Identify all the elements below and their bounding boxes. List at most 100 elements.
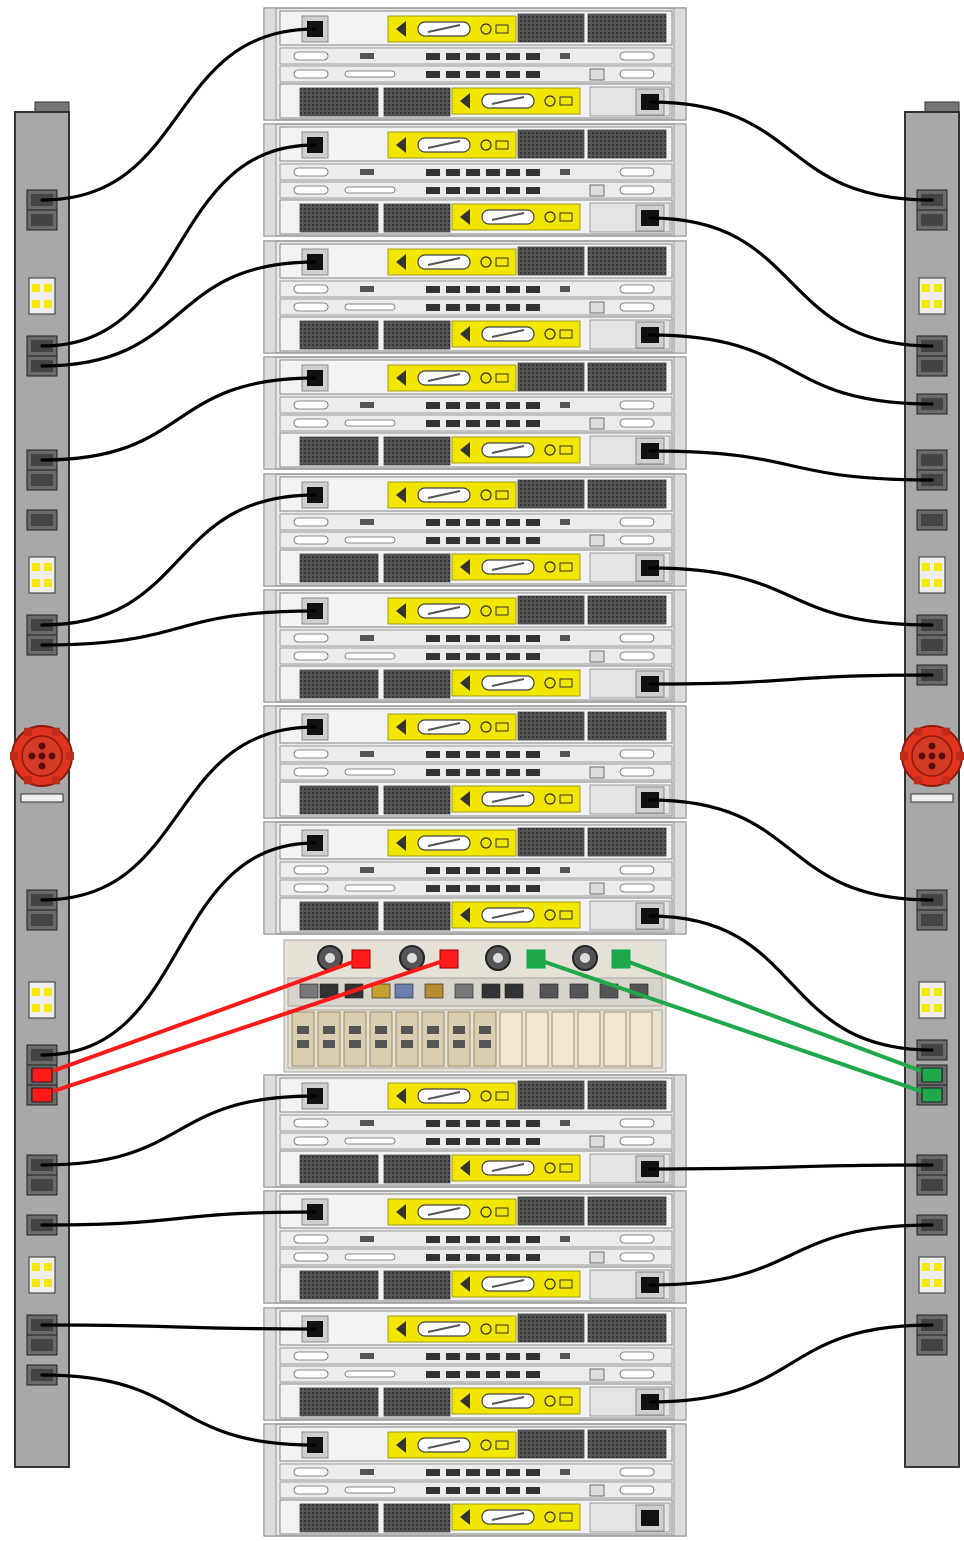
inlet-pin xyxy=(39,743,46,750)
sas-port xyxy=(506,1138,520,1145)
sas-port xyxy=(526,1138,540,1145)
pcie-card xyxy=(526,1012,548,1066)
sas-port xyxy=(446,537,460,544)
breaker-switch xyxy=(934,1279,942,1287)
io-led xyxy=(590,302,604,313)
io-port xyxy=(360,169,374,175)
io-led xyxy=(560,53,570,59)
io-latch xyxy=(620,1352,654,1360)
disk-shelf xyxy=(264,822,686,934)
breaker-switch xyxy=(32,1263,40,1271)
sas-port xyxy=(486,1469,500,1476)
io-latch xyxy=(294,168,328,176)
io-latch xyxy=(620,1235,654,1243)
sas-port xyxy=(486,187,500,194)
io-latch xyxy=(620,750,654,758)
fan-grille xyxy=(300,437,378,465)
io-latch xyxy=(620,168,654,176)
io-latch xyxy=(620,1468,654,1476)
fan-grille xyxy=(300,1271,378,1299)
power-cable-right xyxy=(650,218,932,346)
fan-grille xyxy=(300,1388,378,1416)
io-led xyxy=(560,1353,570,1359)
io-latch xyxy=(294,1370,328,1378)
io-led xyxy=(590,651,604,662)
io-latch xyxy=(345,1138,395,1144)
pcie-port xyxy=(427,1026,439,1034)
io-latch xyxy=(294,652,328,660)
sas-port xyxy=(486,1120,500,1127)
circuit-breaker xyxy=(29,982,55,1018)
sas-port xyxy=(506,169,520,176)
circuit-breaker xyxy=(29,557,55,593)
sas-port xyxy=(466,867,480,874)
sas-port xyxy=(426,169,440,176)
fan-grille xyxy=(588,130,666,158)
sas-port xyxy=(446,187,460,194)
io-latch xyxy=(620,1137,654,1145)
sas-port xyxy=(426,402,440,409)
sas-port xyxy=(486,751,500,758)
pdu-left xyxy=(10,102,74,1467)
pdu-outlet-socket xyxy=(31,914,53,926)
shelf-ear-left xyxy=(264,474,276,586)
pcie-card xyxy=(604,1012,626,1066)
sas-port xyxy=(506,1371,520,1378)
io-latch xyxy=(294,884,328,892)
sas-port xyxy=(426,867,440,874)
sas-port xyxy=(506,1254,520,1261)
fan-grille xyxy=(384,554,450,582)
sas-port xyxy=(486,304,500,311)
fan-grille xyxy=(300,902,378,930)
shelf-ear-left xyxy=(264,124,276,236)
io-latch xyxy=(294,518,328,526)
fan-grille xyxy=(588,14,666,42)
fan-grille xyxy=(588,1081,666,1109)
fan-grille xyxy=(588,1430,666,1458)
io-latch xyxy=(294,52,328,60)
pdu-outlet-socket xyxy=(921,360,943,372)
pcie-port xyxy=(297,1040,309,1048)
shelf-ear-left xyxy=(264,241,276,353)
sas-port xyxy=(446,1371,460,1378)
breaker-switch xyxy=(934,284,942,292)
sas-port xyxy=(466,53,480,60)
breaker-switch xyxy=(32,1004,40,1012)
io-led xyxy=(560,1120,570,1126)
pdu-outlet-socket xyxy=(31,514,53,526)
sas-port xyxy=(466,1353,480,1360)
io-led xyxy=(560,402,570,408)
shelf-stack xyxy=(264,8,686,1536)
breaker-switch xyxy=(44,563,52,571)
power-cable-right xyxy=(650,1225,932,1285)
power-inlet-bottom-socket xyxy=(641,1510,659,1526)
sas-port xyxy=(466,1469,480,1476)
sas-port xyxy=(526,1120,540,1127)
breaker-switch xyxy=(922,988,930,996)
sas-port xyxy=(446,71,460,78)
breaker-switch xyxy=(922,563,930,571)
sas-port xyxy=(506,1487,520,1494)
breaker-switch xyxy=(44,300,52,308)
power-cable-right xyxy=(650,800,932,900)
io-latch xyxy=(294,750,328,758)
fan-grille xyxy=(384,321,450,349)
sas-port xyxy=(446,635,460,642)
inlet-notch xyxy=(24,776,32,784)
controller-cable-green xyxy=(621,959,932,1075)
sas-port xyxy=(526,867,540,874)
shelf-ear-left xyxy=(264,590,276,702)
sas-port xyxy=(526,653,540,660)
sas-port xyxy=(486,1236,500,1243)
sas-port xyxy=(526,769,540,776)
sas-port xyxy=(526,751,540,758)
sas-port xyxy=(486,420,500,427)
breaker-switch xyxy=(32,284,40,292)
breaker-switch xyxy=(32,579,40,587)
disk-shelf xyxy=(264,706,686,818)
inlet-notch xyxy=(942,776,950,784)
breaker-switch xyxy=(934,579,942,587)
sas-port xyxy=(466,420,480,427)
